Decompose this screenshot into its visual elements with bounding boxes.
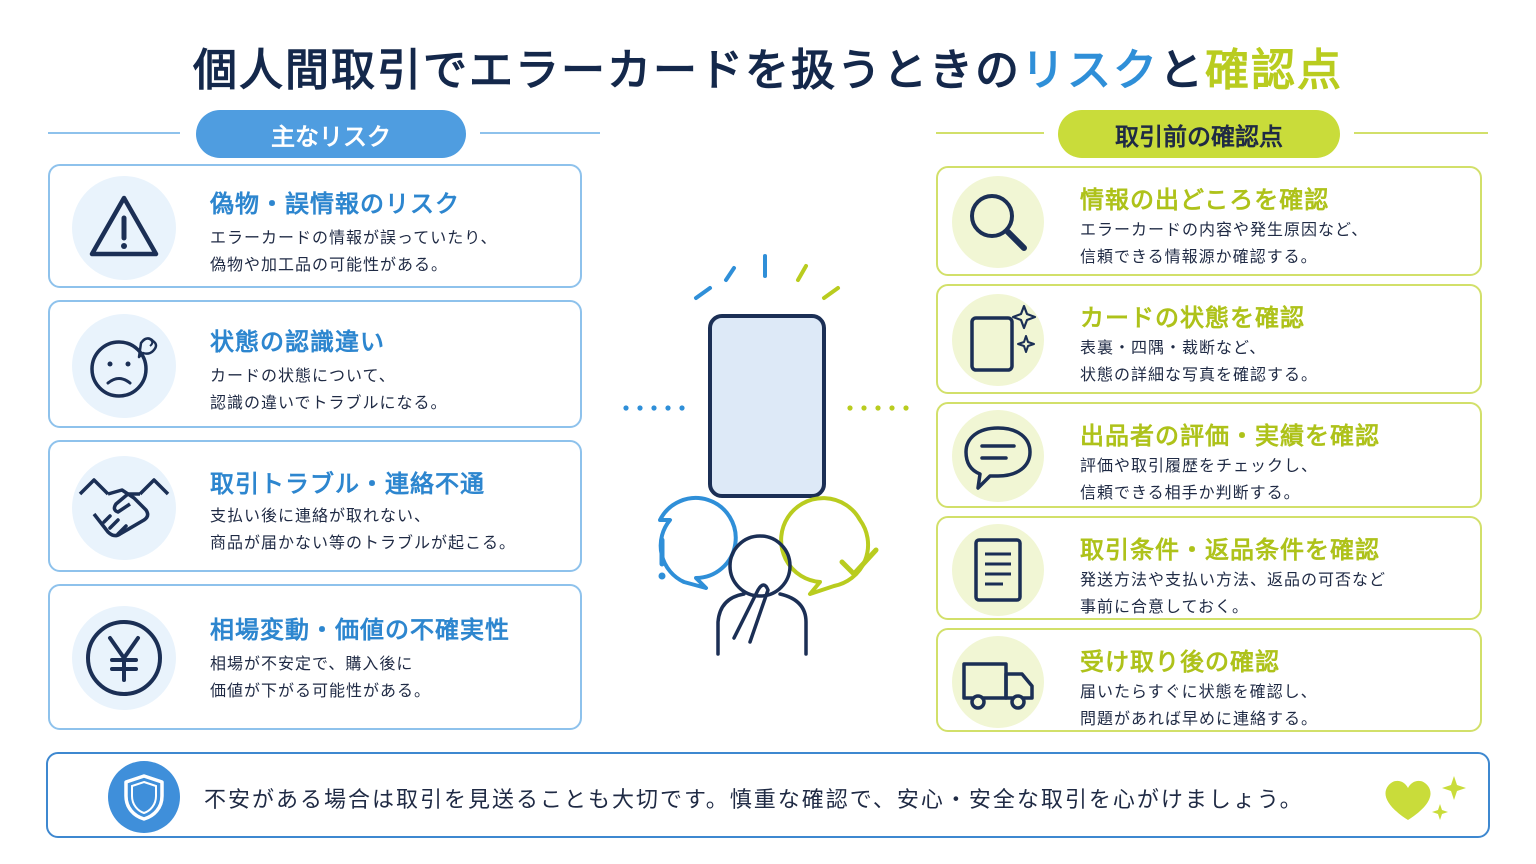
- check-desc: 表裏・四隅・裁断など、 状態の詳細な写真を確認する。: [1080, 338, 1319, 384]
- risk-title: 取引トラブル・連絡不通: [210, 470, 485, 498]
- check-title: カードの状態を確認: [1080, 304, 1305, 332]
- check-desc: 届いたらすぐに状態を確認し、 問題があれば早めに連絡する。: [1080, 682, 1319, 728]
- risk-card-market: 相場変動・価値の不確実性 相場が不安定で、購入後に 価値が下がる可能性がある。: [48, 584, 582, 730]
- check-bubble-icon: [779, 496, 879, 596]
- exclamation-bubble-icon: [658, 496, 738, 590]
- phone-icon: [708, 314, 826, 498]
- risk-title: 偽物・誤情報のリスク: [210, 190, 460, 218]
- title-connector: と: [1159, 45, 1205, 96]
- right-section-heading: 取引前の確認点: [1058, 110, 1340, 158]
- footer-message: 不安がある場合は取引を見送ることも大切です。慎重な確認で、安心・安全な取引を心が…: [204, 788, 1304, 813]
- check-title: 情報の出どころを確認: [1080, 186, 1330, 214]
- risk-card-transaction: 取引トラブル・連絡不通 支払い後に連絡が取れない、 商品が届かない等のトラブルが…: [48, 440, 582, 572]
- warning-icon: [72, 176, 176, 280]
- risk-desc: カードの状態について、 認識の違いでトラブルになる。: [210, 366, 448, 412]
- magnifier-icon: [952, 176, 1044, 268]
- title-risk-word: リスク: [1021, 45, 1159, 96]
- risk-desc: 相場が不安定で、購入後に 価値が下がる可能性がある。: [210, 654, 432, 700]
- risk-title: 状態の認識違い: [210, 328, 385, 356]
- check-card-seller: 出品者の評価・実績を確認 評価や取引履歴をチェックし、 信頼できる相手か判断する…: [936, 402, 1482, 508]
- document-icon: [952, 524, 1044, 616]
- check-desc: エラーカードの内容や発生原因など、 信頼できる情報源か確認する。: [1080, 220, 1369, 266]
- dots-left: [623, 405, 685, 411]
- footer-banner: 不安がある場合は取引を見送ることも大切です。慎重な確認で、安心・安全な取引を心が…: [46, 752, 1490, 838]
- truck-icon: [952, 636, 1044, 728]
- shield-icon: [108, 761, 180, 833]
- check-desc: 発送方法や支払い方法、返品の可否など 事前に合意しておく。: [1080, 570, 1387, 616]
- check-title: 受け取り後の確認: [1080, 648, 1280, 676]
- right-header-line-right: [1354, 132, 1488, 134]
- worried-face-icon: [72, 314, 176, 418]
- check-card-source: 情報の出どころを確認 エラーカードの内容や発生原因など、 信頼できる情報源か確認…: [936, 166, 1482, 276]
- title-check-word: 確認点: [1205, 45, 1343, 96]
- handshake-icon: [72, 456, 176, 560]
- check-card-terms: 取引条件・返品条件を確認 発送方法や支払い方法、返品の可否など 事前に合意してお…: [936, 516, 1482, 620]
- risk-card-counterfeit: 偽物・誤情報のリスク エラーカードの情報が誤っていたり、 偽物や加工品の可能性が…: [48, 164, 582, 288]
- left-section-heading: 主なリスク: [196, 110, 466, 158]
- title-main: 個人間取引でエラーカードを扱うときの: [193, 45, 1021, 96]
- check-card-after: 受け取り後の確認 届いたらすぐに状態を確認し、 問題があれば早めに連絡する。: [936, 628, 1482, 732]
- chat-bubble-icon: [952, 410, 1044, 502]
- center-illustration: [623, 254, 909, 656]
- check-title: 出品者の評価・実績を確認: [1080, 422, 1380, 450]
- risk-card-condition: 状態の認識違い カードの状態について、 認識の違いでトラブルになる。: [48, 300, 582, 428]
- phone-rays: [694, 254, 840, 300]
- thinking-person-icon: [716, 534, 808, 656]
- check-desc: 評価や取引履歴をチェックし、 信頼できる相手か判断する。: [1080, 456, 1319, 502]
- dots-right: [847, 405, 909, 411]
- left-header-line-right: [480, 132, 600, 134]
- right-header-line-left: [936, 132, 1044, 134]
- check-title: 取引条件・返品条件を確認: [1080, 536, 1380, 564]
- yen-icon: [72, 606, 176, 710]
- risk-title: 相場変動・価値の不確実性: [210, 616, 510, 644]
- risk-desc: 支払い後に連絡が取れない、 商品が届かない等のトラブルが起こる。: [210, 506, 517, 552]
- left-header-line-left: [48, 132, 180, 134]
- heart-sparkle-icon: [1385, 776, 1466, 820]
- page-title: 個人間取引でエラーカードを扱うときのリスクと確認点: [0, 34, 1536, 98]
- card-sparkle-icon: [952, 294, 1044, 386]
- risk-desc: エラーカードの情報が誤っていたり、 偽物や加工品の可能性がある。: [210, 228, 498, 274]
- check-card-condition: カードの状態を確認 表裏・四隅・裁断など、 状態の詳細な写真を確認する。: [936, 284, 1482, 394]
